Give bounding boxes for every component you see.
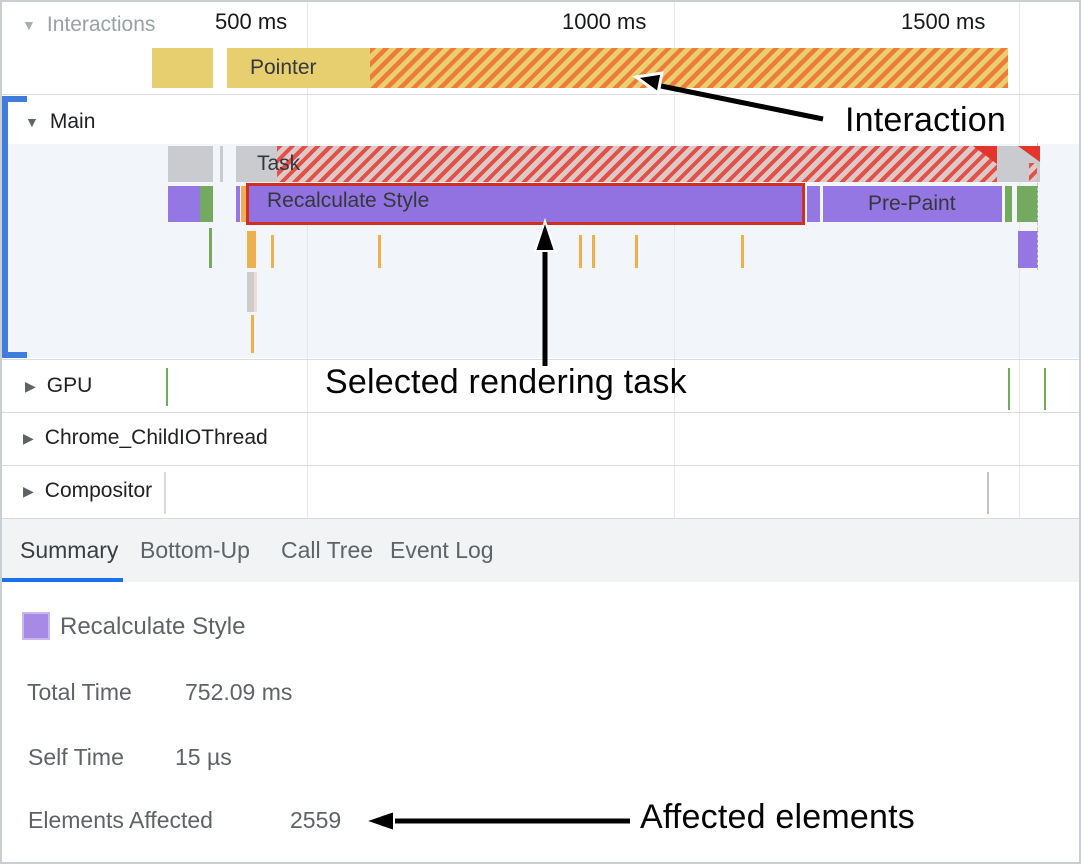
compositor-event-tick[interactable] [164, 472, 166, 514]
script-event-tick[interactable] [579, 235, 582, 268]
collapse-triangle-icon: ▼ [25, 114, 39, 130]
task-event-bar[interactable] [220, 146, 223, 182]
collapse-triangle-icon: ▼ [22, 17, 36, 33]
style-event-bar[interactable] [236, 186, 240, 222]
main-track-selection-bracket-top [2, 96, 27, 102]
ruler-gridline [674, 0, 675, 518]
task-child-event-bar[interactable] [254, 272, 257, 312]
track-header-interactions[interactable]: ▼ Interactions [22, 13, 155, 37]
script-event-bar[interactable] [247, 231, 256, 268]
script-event-tick[interactable] [271, 235, 274, 268]
main-track-selection-bracket [2, 96, 8, 358]
pointer-bar-label: Pointer [250, 56, 317, 79]
expand-triangle-icon: ▶ [23, 430, 34, 446]
tab-call-tree[interactable]: Call Tree [281, 537, 374, 563]
summary-row-label: Total Time [27, 679, 132, 705]
task-event-bar[interactable] [168, 146, 213, 182]
event-color-swatch [22, 612, 50, 640]
paint-event-bar[interactable] [1005, 186, 1012, 222]
paint-event-bar[interactable] [200, 186, 213, 222]
paint-event-tick[interactable] [209, 228, 212, 268]
main-track-selection-bracket-bottom [2, 352, 27, 358]
task-child-event-bar[interactable] [247, 272, 254, 312]
gpu-event-tick[interactable] [166, 368, 168, 406]
interaction-event-bar[interactable] [152, 48, 213, 88]
annotation-selected-task: Selected rendering task [325, 363, 687, 401]
paint-event-bar[interactable] [1017, 186, 1038, 222]
summary-row-value: 752.09 ms [185, 679, 293, 705]
ruler-gridline [307, 0, 308, 518]
script-event-tick[interactable] [592, 235, 595, 268]
expand-triangle-icon: ▶ [25, 378, 36, 394]
style-event-bar[interactable] [1018, 231, 1038, 268]
script-event-tick[interactable] [251, 315, 254, 353]
ruler-label-1000ms: 1000 ms [562, 9, 647, 34]
track-label-interactions: Interactions [46, 13, 156, 36]
ruler-label-1500ms: 1500 ms [901, 9, 986, 34]
track-divider [0, 94, 1081, 95]
tab-summary[interactable]: Summary [20, 537, 119, 563]
compositor-event-tick[interactable] [987, 472, 989, 514]
track-header-chrome-child-io[interactable]: ▶ Chrome_ChildIOThread [23, 426, 268, 450]
recalculate-style-bar-label: Recalculate Style [267, 189, 430, 212]
script-event-tick[interactable] [741, 235, 744, 268]
script-event-tick[interactable] [378, 235, 381, 268]
pointer-interaction-hatched-region [370, 48, 1008, 88]
summary-row-label: Elements Affected [28, 807, 213, 833]
annotation-interaction: Interaction [845, 101, 1006, 139]
style-event-bar[interactable] [807, 186, 820, 222]
summary-event-name: Recalculate Style [60, 613, 246, 640]
script-event-bar[interactable] [241, 186, 246, 222]
long-task-bar[interactable]: Task [236, 146, 997, 182]
summary-row-value: 15 µs [175, 744, 232, 770]
expand-triangle-icon: ▶ [23, 483, 34, 499]
track-divider [0, 412, 1081, 413]
tabbar-top-border [0, 518, 1081, 519]
summary-row-label: Self Time [28, 744, 124, 770]
track-label-compositor: Compositor [44, 479, 153, 502]
tab-event-log[interactable]: Event Log [390, 537, 494, 563]
long-task-hatched-fragment [1029, 163, 1037, 181]
track-header-gpu[interactable]: ▶ GPU [25, 374, 92, 398]
task-bar-label: Task [257, 152, 301, 175]
selected-recalculate-style-bar[interactable]: Recalculate Style [246, 183, 805, 225]
pre-paint-bar[interactable]: Pre-Paint [823, 186, 1002, 222]
track-divider [0, 465, 1081, 466]
track-divider [0, 359, 1081, 360]
track-label-chrome-child-io: Chrome_ChildIOThread [44, 426, 268, 449]
gpu-event-tick[interactable] [1008, 368, 1010, 410]
pre-paint-bar-label: Pre-Paint [868, 192, 956, 215]
ruler-label-500ms: 500 ms [215, 9, 288, 34]
interaction-end-dashline [1037, 143, 1038, 270]
pointer-interaction-bar[interactable]: Pointer [227, 48, 1008, 88]
summary-row-value: 2559 [290, 807, 342, 833]
track-header-compositor[interactable]: ▶ Compositor [23, 479, 152, 503]
track-header-main[interactable]: ▼ Main [25, 110, 95, 134]
tab-bottom-up[interactable]: Bottom-Up [140, 537, 250, 563]
gpu-event-tick[interactable] [1044, 368, 1046, 410]
long-task-hatched-region [277, 146, 997, 182]
track-label-main: Main [49, 110, 96, 133]
style-event-bar[interactable] [168, 186, 200, 222]
annotation-affected-elements: Affected elements [640, 798, 915, 836]
bottom-panel-tabbar [0, 519, 1081, 582]
script-event-tick[interactable] [635, 235, 638, 268]
selected-tab-underline [0, 578, 123, 582]
track-label-gpu: GPU [46, 374, 93, 397]
